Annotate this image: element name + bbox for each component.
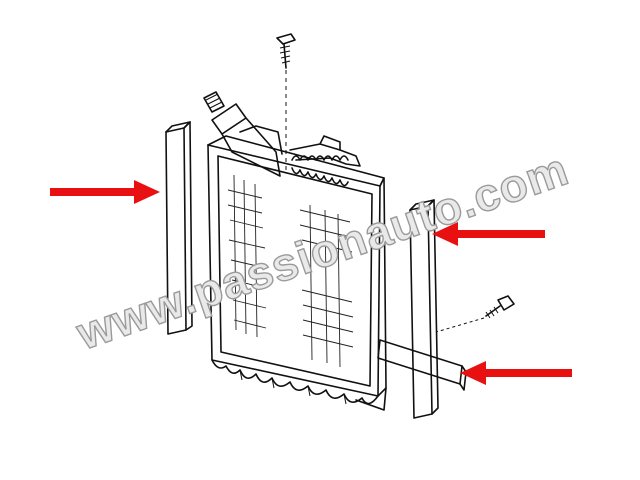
- arrows: [50, 180, 572, 385]
- watermark: www.passionauto.com: [69, 142, 576, 361]
- right-foam-seal: [409, 199, 439, 419]
- mounting-bracket: [377, 339, 467, 391]
- left-foam-seal: [165, 121, 193, 335]
- top-screw: [276, 33, 296, 170]
- arrow-right-seal-bottom: [460, 361, 572, 385]
- arrow-left-seal: [50, 180, 160, 204]
- arrow-right-seal-top: [432, 222, 545, 246]
- side-screw: [435, 295, 515, 333]
- evaporator-core: [203, 91, 387, 411]
- watermark-text: www.passionauto.com: [69, 142, 574, 359]
